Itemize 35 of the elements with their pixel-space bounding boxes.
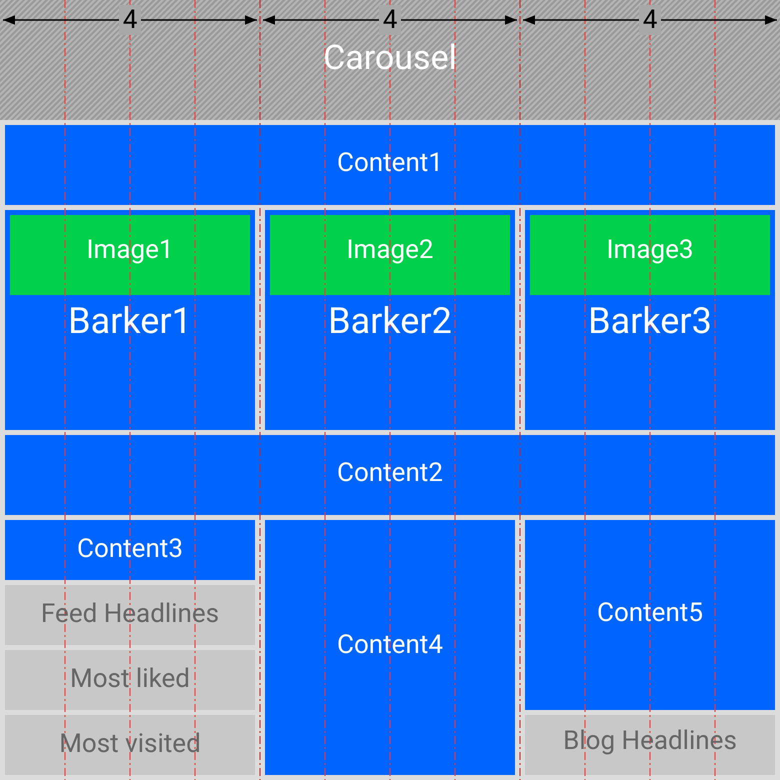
list-item [5,715,255,775]
list-item [5,585,255,645]
dimension-label: 4 [119,5,141,35]
block-title: Content1 [336,148,444,178]
banner [0,0,780,120]
card [5,210,255,430]
card [525,210,775,430]
list-item-text: Feed Headlines [40,599,220,629]
block-title: Content2 [336,458,444,488]
list-item-text: Blog Headlines [562,726,738,756]
block-title: Image1 [85,235,174,265]
list-item [525,715,775,775]
image-banner [10,215,250,295]
list-item-text: Most liked [69,664,191,694]
card [265,210,515,430]
content-block [5,435,775,515]
content-block [525,520,775,710]
block-title: Carousel [322,38,458,78]
block-title: Image2 [345,235,434,265]
list-item [5,650,255,710]
block-title: Content5 [596,598,704,628]
block-title: Barker2 [327,300,453,342]
dimension-label: 4 [379,5,401,35]
content-block [5,520,255,580]
block-title: Barker3 [587,300,713,342]
block-title: Content4 [336,630,444,660]
block-title: Image3 [605,235,694,265]
image-banner [270,215,510,295]
content-block [265,520,515,775]
list-item-text: Most visited [58,729,202,759]
block-title: Content3 [76,534,184,564]
content-block [5,125,775,205]
image-banner [530,215,770,295]
dimension-label: 4 [639,5,661,35]
block-title: Barker1 [67,300,193,342]
